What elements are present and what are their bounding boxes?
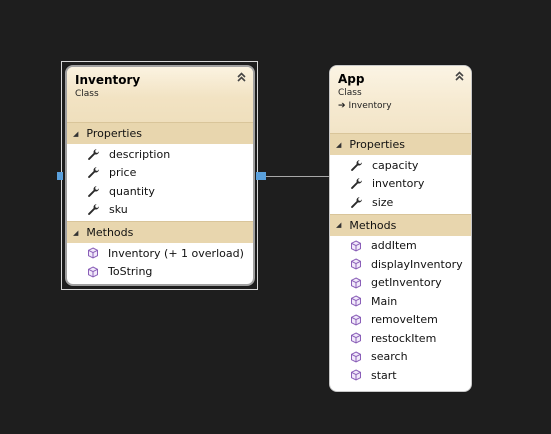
method-item[interactable]: start bbox=[330, 366, 471, 385]
cube-icon bbox=[350, 351, 371, 363]
property-item[interactable]: price bbox=[67, 164, 253, 183]
class-shape-app[interactable]: App Class ➔Inventory ◢ Properties capaci… bbox=[329, 65, 472, 392]
property-item[interactable]: description bbox=[67, 145, 253, 164]
triangle-expanded-icon: ◢ bbox=[336, 221, 342, 229]
wrench-icon bbox=[87, 148, 109, 161]
property-item[interactable]: size bbox=[330, 193, 471, 212]
resize-handle-left[interactable] bbox=[57, 172, 63, 180]
connector-endpoint-handle[interactable] bbox=[260, 172, 266, 180]
section-label: Methods bbox=[86, 226, 134, 239]
method-item[interactable]: Inventory (+ 1 overload) bbox=[67, 244, 253, 263]
double-chevron-up-icon[interactable] bbox=[455, 71, 464, 83]
method-name: removeItem bbox=[371, 313, 438, 327]
property-name: price bbox=[109, 166, 137, 180]
class-kind: Class bbox=[338, 88, 362, 98]
section-label: Properties bbox=[86, 127, 142, 140]
cube-icon bbox=[350, 369, 371, 381]
property-name: description bbox=[109, 147, 171, 161]
methods-list: Inventory (+ 1 overload) ToString bbox=[67, 243, 253, 283]
method-name: restockItem bbox=[371, 331, 437, 345]
wrench-icon bbox=[350, 159, 372, 172]
property-item[interactable]: capacity bbox=[330, 156, 471, 175]
method-name: Main bbox=[371, 294, 398, 308]
method-name: displayInventory bbox=[371, 257, 463, 271]
triangle-expanded-icon: ◢ bbox=[73, 129, 79, 138]
arrow-right-icon: ➔ bbox=[338, 101, 346, 111]
cube-icon bbox=[350, 258, 371, 270]
wrench-icon bbox=[87, 185, 109, 198]
property-name: sku bbox=[109, 203, 128, 217]
methods-section-header[interactable]: ◢ Methods bbox=[330, 213, 471, 236]
inheritance-connector[interactable] bbox=[263, 176, 329, 177]
property-name: inventory bbox=[372, 177, 425, 191]
method-item[interactable]: Main bbox=[330, 292, 471, 311]
cube-icon bbox=[87, 266, 108, 278]
property-item[interactable]: inventory bbox=[330, 175, 471, 194]
method-name: addItem bbox=[371, 239, 417, 253]
wrench-icon bbox=[87, 166, 109, 179]
properties-list: capacity inventory size bbox=[330, 155, 471, 214]
properties-section-header[interactable]: ◢ Properties bbox=[67, 122, 253, 144]
base-class: ➔Inventory bbox=[338, 101, 463, 111]
property-item[interactable]: quantity bbox=[67, 182, 253, 201]
method-name: ToString bbox=[108, 265, 153, 279]
cube-icon bbox=[350, 332, 371, 344]
method-item[interactable]: getInventory bbox=[330, 274, 471, 293]
wrench-icon bbox=[350, 196, 372, 209]
properties-section-header[interactable]: ◢ Properties bbox=[330, 133, 471, 155]
triangle-expanded-icon: ◢ bbox=[73, 228, 79, 237]
class-header[interactable]: Inventory Class bbox=[67, 67, 253, 122]
resize-handle-right[interactable] bbox=[256, 172, 262, 180]
method-item[interactable]: addItem bbox=[330, 237, 471, 256]
method-item[interactable]: removeItem bbox=[330, 311, 471, 330]
class-shape-inventory[interactable]: Inventory Class ◢ Properties description… bbox=[65, 65, 255, 286]
cube-icon bbox=[350, 295, 371, 307]
method-item[interactable]: ToString bbox=[67, 263, 253, 282]
property-name: size bbox=[372, 195, 394, 209]
method-name: Inventory (+ 1 overload) bbox=[108, 246, 244, 260]
class-header[interactable]: App Class ➔Inventory bbox=[330, 66, 471, 133]
wrench-icon bbox=[87, 203, 109, 216]
property-item[interactable]: sku bbox=[67, 201, 253, 220]
cube-icon bbox=[350, 314, 371, 326]
methods-section-header[interactable]: ◢ Methods bbox=[67, 221, 253, 243]
property-name: capacity bbox=[372, 158, 419, 172]
method-item[interactable]: search bbox=[330, 348, 471, 367]
section-label: Properties bbox=[349, 138, 405, 151]
cube-icon bbox=[350, 277, 371, 289]
cube-icon bbox=[350, 240, 371, 252]
cube-icon bbox=[87, 247, 108, 259]
class-kind: Class bbox=[75, 89, 99, 99]
base-class-name: Inventory bbox=[348, 101, 392, 111]
section-label: Methods bbox=[349, 218, 397, 232]
class-name: App bbox=[338, 72, 365, 86]
method-name: start bbox=[371, 368, 397, 382]
method-name: search bbox=[371, 350, 408, 364]
class-name: Inventory bbox=[75, 73, 141, 87]
triangle-expanded-icon: ◢ bbox=[336, 140, 342, 149]
property-name: quantity bbox=[109, 184, 155, 198]
method-item[interactable]: restockItem bbox=[330, 329, 471, 348]
method-name: getInventory bbox=[371, 276, 442, 290]
wrench-icon bbox=[350, 177, 372, 190]
properties-list: description price quantity sku bbox=[67, 144, 253, 221]
double-chevron-up-icon[interactable] bbox=[237, 72, 246, 84]
method-item[interactable]: displayInventory bbox=[330, 255, 471, 274]
